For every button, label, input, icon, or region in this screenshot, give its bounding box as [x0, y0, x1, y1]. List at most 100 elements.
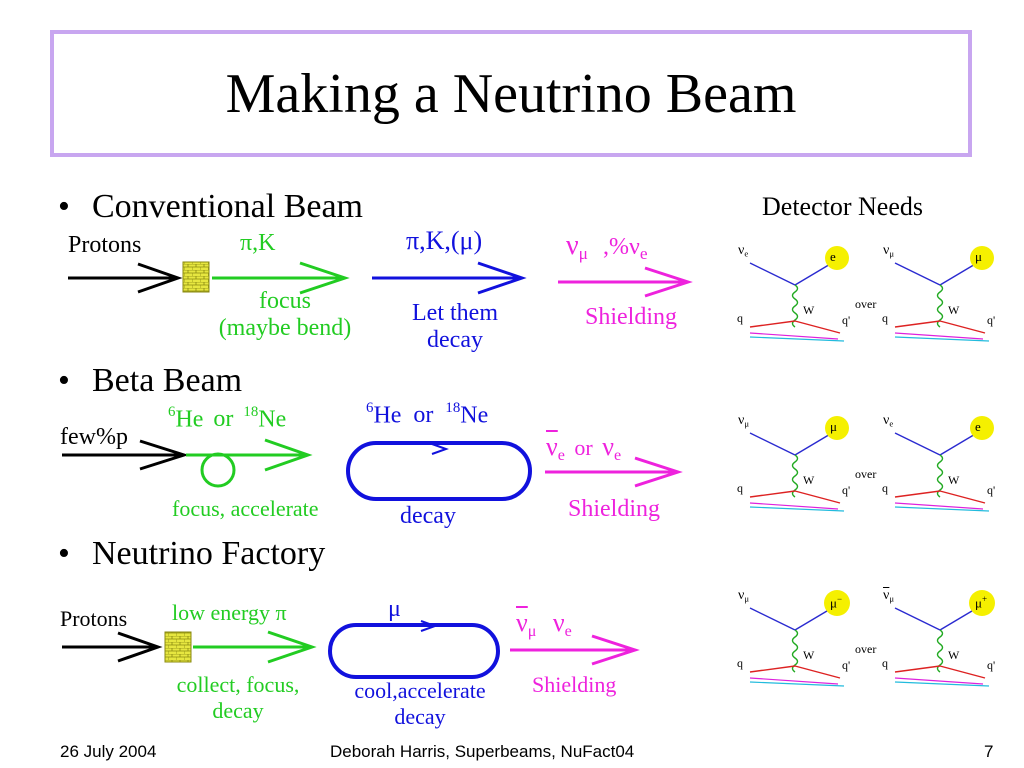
feyn-neutrino-label: νe — [738, 243, 748, 259]
feyn-nu-symbol: ν — [883, 413, 890, 428]
nu-symbol: ν — [566, 230, 579, 261]
feyn-neutrino-label: νμ — [738, 588, 749, 604]
feyn-qprime-label: q' — [842, 313, 850, 328]
pi-k-mu-label: π,K,(μ) — [406, 226, 483, 255]
spectator-line-2 — [894, 336, 990, 342]
feyn-w-text: W — [803, 303, 815, 317]
spectator-line-2 — [894, 506, 990, 512]
lepton-ball-icon — [970, 416, 994, 440]
neutrino-line — [894, 607, 941, 631]
feyn-lepton-label: μ — [975, 249, 982, 265]
factory-decay-text: decay — [212, 698, 264, 723]
footer-center: Deborah Harris, Superbeams, NuFact04 — [330, 742, 635, 761]
quark-out-line — [794, 490, 841, 504]
w-boson-line — [936, 454, 944, 498]
feyn-lepton-charge: − — [836, 594, 843, 604]
he-symbol: He — [175, 406, 204, 433]
shielding-arrow — [558, 266, 693, 298]
ring-or-text: or — [413, 402, 434, 429]
feyn-nu-symbol: ν — [738, 243, 745, 258]
feyn-lepton-symbol: e — [830, 249, 836, 264]
feyn-w-label: W — [803, 303, 814, 318]
feyn-qprime-text: q' — [987, 483, 996, 497]
focus-label: focus (maybe bend) — [200, 288, 370, 342]
quark-line — [894, 490, 941, 498]
footer-date: 26 July 2004 — [60, 742, 157, 761]
bullet-label: Beta Beam — [92, 362, 243, 399]
feyn-qprime-text: q' — [987, 313, 996, 327]
feyn-w-label: W — [948, 473, 959, 488]
lepton-line — [939, 607, 978, 631]
nu-symbol: ν — [602, 432, 615, 461]
feyn-q-text: q — [737, 311, 743, 325]
ring-direction-arrow — [431, 443, 449, 455]
bullet-dot-icon: • — [58, 188, 70, 225]
spectator-line — [749, 502, 839, 510]
feyn-nu-subscript: μ — [889, 248, 894, 259]
bullet-label: Neutrino Factory — [92, 535, 326, 572]
feyn-lepton-label: μ — [830, 419, 837, 435]
feyn-q-label: q — [882, 656, 888, 671]
decay-ring-icon — [346, 441, 532, 501]
quark-line — [749, 665, 796, 673]
feyn-nu-symbol: ν — [883, 243, 890, 258]
ring-he-or-ne-label: 6He or 18Ne — [366, 400, 488, 429]
feynman-diagrams — [749, 246, 995, 687]
feyn-w-text: W — [948, 648, 960, 662]
pi-k-label: π,K — [240, 230, 276, 256]
quark-out-line — [939, 665, 986, 679]
or-text: or — [213, 406, 234, 433]
spectator-line — [894, 332, 984, 340]
feyn-w-text: W — [803, 473, 815, 487]
feyn-neutrino-label: νμ — [883, 243, 894, 259]
nu-e-subscript: e — [564, 622, 572, 640]
antinu-mu-subscript: μ — [527, 622, 537, 640]
feyn-w-label: W — [948, 648, 959, 663]
bullet-dot-icon: • — [58, 535, 70, 572]
feyn-q-text: q — [882, 311, 888, 325]
lepton-ball-icon — [825, 416, 849, 440]
ring-ne-mass-number: 18 — [445, 400, 461, 416]
decay-arrow — [372, 261, 527, 295]
feyn-lepton-label: μ− — [830, 594, 842, 611]
few-percent-p-label: few%p — [60, 424, 128, 450]
lepton-ball-icon — [969, 590, 995, 616]
beta-shielding-label: Shielding — [568, 496, 661, 522]
ring-decay-label: decay — [400, 503, 456, 529]
w-boson-line — [791, 454, 799, 498]
feyn-q-text: q — [737, 481, 743, 495]
ring-ne-symbol: Ne — [460, 402, 489, 429]
beta-shielding-arrow — [545, 456, 683, 488]
muon-ring-direction-arrow — [420, 620, 438, 632]
let-them-decay-label: Let them decay — [385, 300, 525, 354]
neutrino-line — [894, 262, 941, 286]
feyn-qprime-label: q' — [987, 313, 995, 328]
feyn-q-text: q — [882, 481, 888, 495]
feyn-q-label: q — [882, 311, 888, 326]
lepton-line — [794, 262, 833, 286]
feyn-nu-symbol: ν — [738, 413, 745, 428]
feyn-lepton-label: e — [975, 419, 981, 435]
bullet-dot-icon: • — [58, 362, 70, 399]
feyn-nu-subscript: μ — [889, 593, 894, 604]
muon-label: μ — [388, 596, 401, 622]
feyn-q-label: q — [737, 311, 743, 326]
spectator-line — [749, 677, 839, 685]
feyn-qprime-label: q' — [987, 483, 995, 498]
feyn-lepton-symbol: μ — [830, 595, 837, 611]
feyn-w-label: W — [948, 303, 959, 318]
feyn-w-text: W — [948, 303, 960, 317]
focus-text: focus — [259, 288, 311, 314]
feyn-qprime-label: q' — [842, 483, 850, 498]
feyn-w-text: W — [803, 648, 815, 662]
target-icon — [182, 261, 210, 293]
factory-shielding-label: Shielding — [532, 672, 617, 697]
bullet-neutrino-factory: • Neutrino Factory — [58, 535, 325, 573]
antinu-symbol: ν — [546, 432, 558, 461]
feyn-qprime-text: q' — [842, 658, 851, 672]
footer-page-number: 7 — [984, 742, 994, 761]
factory-shielding-arrow — [510, 634, 640, 666]
neutrino-line — [749, 262, 796, 286]
muon-ring-icon — [328, 623, 500, 679]
feyn-over-label: over — [855, 467, 876, 482]
